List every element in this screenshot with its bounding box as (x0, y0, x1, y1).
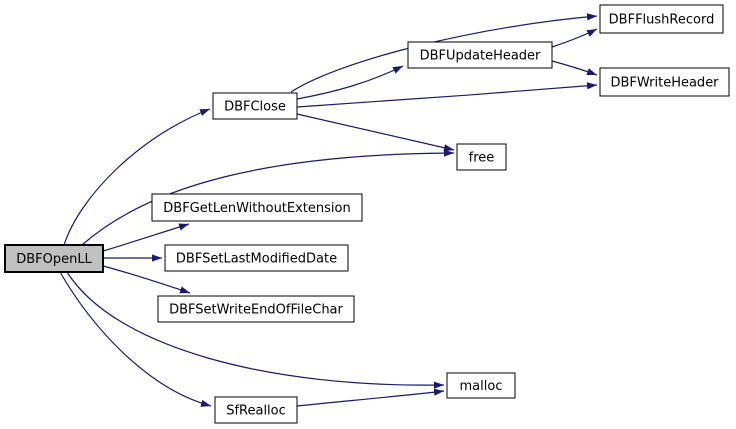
node-box-DBFOpenLL (4, 244, 104, 273)
node-label-DBFWriteHeader: DBFWriteHeader (610, 76, 719, 91)
node-box-malloc[interactable] (446, 372, 516, 399)
node-label-DBFSetWriteEndOfFileChar: DBFSetWriteEndOfFileChar (169, 303, 343, 318)
node-label-SfRealloc: SfRealloc (226, 404, 286, 419)
node-label-DBFFlushRecord: DBFFlushRecord (609, 13, 715, 28)
edge-DBFClose-to-free (296, 113, 455, 152)
node-box-DBFGetLenWithoutExtension[interactable] (151, 193, 363, 222)
node-box-DBFSetWriteEndOfFileChar[interactable] (157, 295, 355, 323)
node-DBFClose[interactable]: DBFClose (212, 92, 298, 120)
node-box-DBFFlushRecord[interactable] (599, 4, 724, 34)
node-box-free[interactable] (456, 143, 507, 171)
node-label-free: free (469, 151, 495, 166)
edge-DBFOpenLL-to-SfRealloc (59, 271, 212, 407)
node-free[interactable]: free (456, 143, 507, 171)
node-box-DBFClose[interactable] (212, 92, 298, 120)
node-label-DBFOpenLL: DBFOpenLL (16, 252, 92, 267)
node-DBFFlushRecord[interactable]: DBFFlushRecord (599, 4, 724, 34)
edge-DBFOpenLL-to-DBFGetLenWithoutExtension (102, 223, 190, 252)
node-box-DBFSetLastModifiedDate[interactable] (164, 244, 349, 272)
node-label-DBFUpdateHeader: DBFUpdateHeader (420, 49, 541, 64)
node-SfRealloc[interactable]: SfRealloc (214, 396, 298, 424)
node-DBFUpdateHeader[interactable]: DBFUpdateHeader (407, 41, 553, 69)
node-box-DBFWriteHeader[interactable] (599, 67, 730, 97)
node-label-DBFGetLenWithoutExtension: DBFGetLenWithoutExtension (163, 201, 350, 216)
node-box-SfRealloc[interactable] (214, 396, 298, 424)
edge-DBFOpenLL-to-DBFClose (63, 108, 211, 246)
node-label-DBFSetLastModifiedDate: DBFSetLastModifiedDate (176, 252, 337, 267)
node-DBFSetLastModifiedDate[interactable]: DBFSetLastModifiedDate (164, 244, 349, 272)
node-DBFSetWriteEndOfFileChar[interactable]: DBFSetWriteEndOfFileChar (157, 295, 355, 323)
node-DBFOpenLL: DBFOpenLL (4, 244, 104, 273)
edge-SfRealloc-to-malloc (296, 388, 445, 407)
edge-DBFClose-to-DBFWriteHeader (296, 82, 598, 108)
edge-DBFClose-to-DBFUpdateHeader (296, 65, 404, 100)
node-DBFWriteHeader[interactable]: DBFWriteHeader (599, 67, 730, 97)
node-DBFGetLenWithoutExtension[interactable]: DBFGetLenWithoutExtension (151, 193, 363, 222)
edge-DBFUpdateHeader-to-DBFFlushRecord (551, 28, 598, 48)
node-label-malloc: malloc (460, 379, 503, 394)
edge-DBFUpdateHeader-to-DBFWriteHeader (551, 60, 598, 76)
edge-DBFOpenLL-to-malloc (66, 271, 445, 389)
node-label-DBFClose: DBFClose (224, 100, 286, 115)
edge-DBFOpenLL-to-free (81, 149, 455, 246)
node-box-DBFUpdateHeader[interactable] (407, 41, 553, 69)
edge-DBFOpenLL-to-DBFSetWriteEndOfFileChar (102, 265, 191, 294)
node-malloc[interactable]: malloc (446, 372, 516, 399)
